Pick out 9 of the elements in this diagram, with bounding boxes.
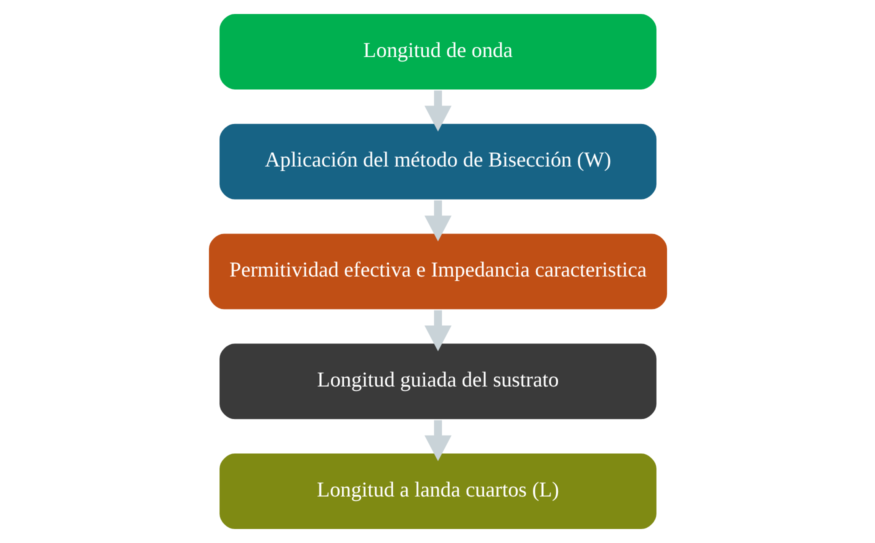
arrow [424,310,452,352]
node-box: Longitud guiada del sustrato [218,342,658,420]
node-box: Aplicación del método de Bisección (W) [218,122,658,201]
arrow [424,90,452,132]
node-box: Permitividad efectiva e Impedancia caracteristica [207,232,668,311]
arrow [424,200,452,242]
node-box: Longitud de onda [218,12,658,91]
node-box: Longitud a landa cuartos (L) [218,452,658,530]
arrow [424,420,452,462]
